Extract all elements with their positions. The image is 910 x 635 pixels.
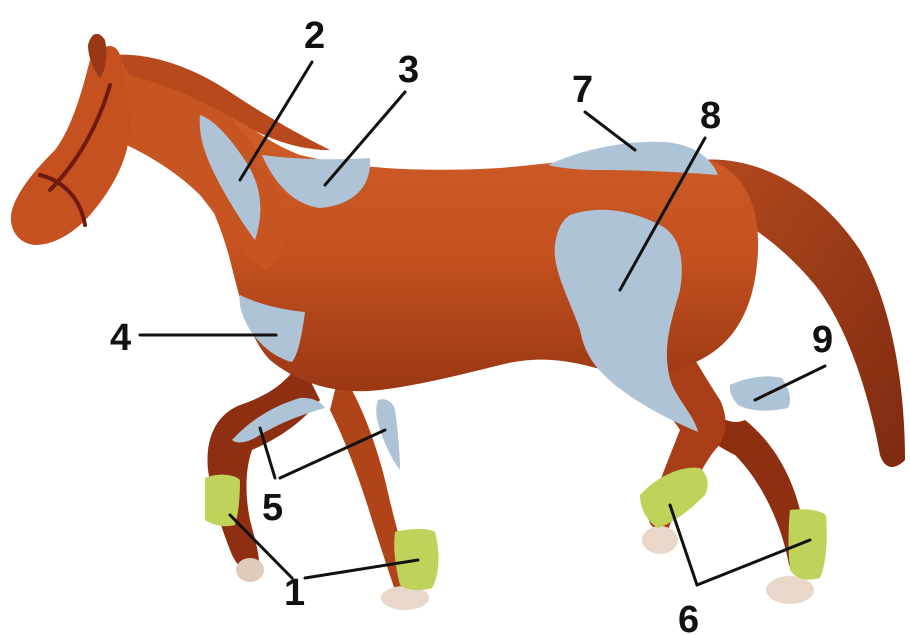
leader-7 [585, 112, 635, 150]
callout-3: 3 [398, 49, 419, 91]
region-6-far-hind [789, 509, 827, 579]
callout-1: 1 [284, 572, 305, 614]
hoof-far-front [236, 558, 264, 582]
head [11, 46, 130, 245]
callout-4: 4 [110, 317, 131, 359]
region-5-near-forearm [376, 399, 400, 470]
callout-2: 2 [304, 15, 325, 57]
callout-5: 5 [262, 487, 283, 529]
callout-8: 8 [700, 95, 721, 137]
hoof-near-hind [642, 526, 678, 554]
callout-7: 7 [572, 69, 593, 111]
hoof-far-hind [766, 576, 814, 604]
callout-9: 9 [812, 319, 833, 361]
region-9 [730, 376, 790, 410]
callout-6: 6 [678, 599, 699, 635]
horse-figure [11, 34, 905, 610]
